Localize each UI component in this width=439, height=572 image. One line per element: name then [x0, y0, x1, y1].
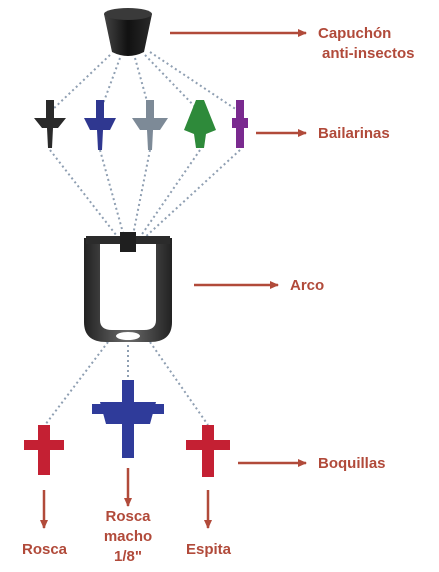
label-arco: Arco	[290, 277, 325, 294]
boquilla-rosca	[24, 425, 64, 475]
bailarina-green	[184, 100, 216, 148]
arco-part	[84, 232, 172, 342]
cap-anti-insect-part	[104, 8, 152, 56]
label-rosca-macho-line3: 1/8"	[114, 548, 142, 565]
label-capuchon-line2: anti-insectos	[322, 45, 415, 62]
label-rosca-macho-line1: Rosca	[105, 508, 151, 525]
bailarina-blue	[84, 100, 116, 150]
label-espita: Espita	[186, 541, 232, 558]
boquilla-espita	[186, 425, 230, 477]
label-rosca: Rosca	[22, 541, 68, 558]
boquilla-rosca-macho	[92, 380, 164, 458]
bailarina-purple	[232, 100, 248, 148]
label-rosca-macho-line2: macho	[103, 528, 153, 545]
label-bailarinas: Bailarinas	[318, 125, 390, 142]
label-boquillas: Boquillas	[318, 455, 386, 472]
bailarina-gray	[132, 100, 168, 150]
bailarina-black	[34, 100, 66, 148]
label-capuchon-line1: Capuchón	[318, 25, 392, 42]
callout-arrows	[40, 29, 307, 529]
